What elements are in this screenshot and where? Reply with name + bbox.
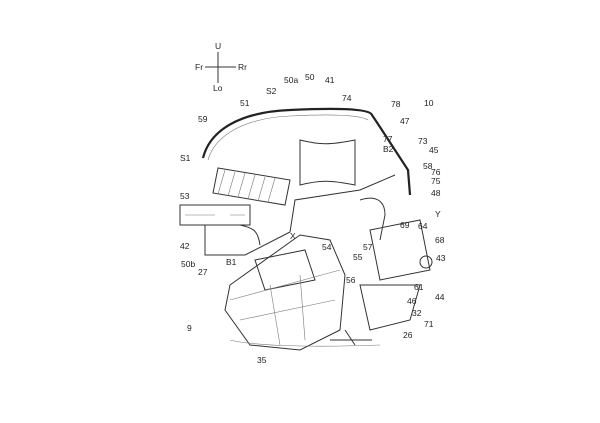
ref-label: S1	[180, 153, 191, 163]
ref-label: 77	[383, 134, 393, 144]
drawing-stroke	[239, 224, 261, 246]
ref-label: 59	[198, 114, 208, 124]
ref-label: 27	[198, 267, 208, 277]
drawing-stroke	[207, 114, 369, 161]
ref-label: 48	[431, 188, 441, 198]
ref-label: S2	[266, 86, 277, 96]
ref-label: 53	[180, 191, 190, 201]
ref-label: 56	[346, 275, 356, 285]
reference-labels: 50a 50 41 S2 74 78 10 51 59 47 77 73 B2 …	[180, 72, 446, 365]
ref-label: 50	[305, 72, 315, 82]
drawing-stroke	[254, 249, 316, 291]
ref-label: 64	[418, 221, 428, 231]
ref-label: 74	[342, 93, 352, 103]
drawing-stroke	[330, 329, 372, 346]
drawing-stroke	[227, 171, 236, 197]
ref-label: 54	[322, 242, 332, 252]
ref-label: 26	[403, 330, 413, 340]
ref-label: 71	[424, 319, 434, 329]
ref-label: 50a	[284, 75, 298, 85]
drawing-stroke	[204, 174, 396, 256]
label-rear: Rr	[238, 62, 247, 72]
ref-label: 73	[418, 136, 428, 146]
ref-label: 35	[257, 355, 267, 365]
ref-label: X	[290, 231, 296, 241]
ref-label: 32	[412, 308, 422, 318]
ref-label: 58	[423, 161, 433, 171]
drawing-stroke	[229, 339, 381, 347]
drawing-lines	[179, 107, 433, 351]
drawing-stroke	[419, 255, 433, 269]
ref-label: 78	[391, 99, 401, 109]
ref-label: 69	[400, 220, 410, 230]
drawing-stroke	[237, 172, 246, 198]
drawing-stroke	[369, 219, 431, 281]
drawing-stroke	[267, 177, 276, 203]
ref-label: 10	[424, 98, 434, 108]
drawing-stroke	[217, 169, 276, 203]
ref-label: 61	[414, 282, 424, 292]
label-front: Fr	[195, 62, 203, 72]
ref-label: 42	[180, 241, 190, 251]
ref-label: 9	[187, 323, 192, 333]
ref-label: 43	[436, 253, 446, 263]
drawing-stroke	[201, 107, 412, 196]
drawing-stroke	[299, 139, 356, 186]
ref-label: 50b	[181, 259, 195, 269]
ref-label: 47	[400, 116, 410, 126]
ref-label: Y	[435, 209, 441, 219]
ref-label: 68	[435, 235, 445, 245]
drawing-stroke	[179, 204, 251, 226]
label-up: U	[215, 41, 221, 51]
label-down: Lo	[213, 83, 223, 93]
ref-label: 51	[240, 98, 250, 108]
ref-label: B1	[226, 257, 237, 267]
drawing-stroke	[247, 174, 256, 200]
drawing-stroke	[229, 269, 341, 346]
ref-label: 75	[431, 176, 441, 186]
drawing-stroke	[217, 169, 226, 195]
drawing-stroke	[359, 197, 386, 241]
drawing-stroke	[359, 284, 421, 331]
drawing-stroke	[257, 176, 266, 202]
ref-label: 57	[363, 242, 373, 252]
ref-label: 76	[431, 167, 441, 177]
drawing-stroke	[224, 234, 346, 351]
ref-label: 46	[407, 296, 417, 306]
ref-label: 41	[325, 75, 335, 85]
ref-label: B2	[383, 144, 394, 154]
drawing-stroke	[212, 167, 291, 206]
ref-label: 44	[435, 292, 445, 302]
direction-indicator: U Lo Fr Rr	[195, 41, 247, 93]
ref-label: 55	[353, 252, 363, 262]
ref-label: 45	[429, 145, 439, 155]
